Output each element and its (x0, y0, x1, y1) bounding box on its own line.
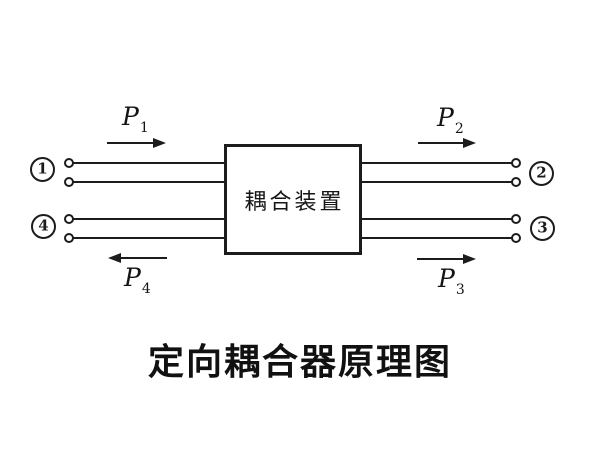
port-3-badge: 3 (530, 216, 555, 241)
p1-right-arrow-icon (107, 138, 166, 148)
p3-label: P3 (438, 264, 465, 297)
port2-line-upper (362, 162, 512, 164)
p1-subscript: 1 (139, 120, 149, 136)
p1-label: P1 (122, 102, 149, 135)
port2-line-lower (362, 181, 512, 183)
port1-terminal-lower (64, 177, 74, 187)
port-4-number: 4 (38, 216, 49, 235)
port1-line-upper (72, 162, 224, 164)
port4-terminal-lower (64, 233, 74, 243)
p4-label: P4 (124, 263, 151, 296)
port3-terminal-upper (511, 214, 521, 224)
port2-terminal-upper (511, 158, 521, 168)
port2-terminal-lower (511, 177, 521, 187)
port4-line-upper (72, 218, 224, 220)
port3-line-lower (362, 237, 512, 239)
p4-symbol: P (124, 263, 141, 292)
port3-terminal-lower (511, 233, 521, 243)
p2-symbol: P (437, 103, 454, 132)
p3-right-arrow-icon (417, 254, 476, 264)
p4-left-arrow-icon (108, 253, 167, 263)
port-2-badge: 2 (529, 161, 554, 186)
p3-subscript: 3 (455, 282, 465, 298)
port-1-number: 1 (37, 159, 48, 178)
p1-symbol: P (122, 102, 139, 131)
p4-subscript: 4 (141, 281, 151, 297)
port1-line-lower (72, 181, 224, 183)
coupler-box-label: 耦合装置 (244, 189, 345, 215)
port-4-badge: 4 (31, 214, 56, 239)
port3-line-upper (362, 218, 512, 220)
p2-subscript: 2 (454, 121, 464, 137)
p3-symbol: P (438, 264, 455, 293)
coupler-box: 耦合装置 (224, 144, 362, 255)
port-3-number: 3 (537, 218, 548, 237)
port-2-number: 2 (536, 163, 547, 182)
p2-right-arrow-icon (418, 138, 476, 148)
port-1-badge: 1 (30, 157, 55, 182)
port4-terminal-upper (64, 214, 74, 224)
p2-label: P2 (437, 103, 464, 136)
port4-line-lower (72, 237, 224, 239)
port1-terminal-upper (64, 158, 74, 168)
diagram-caption: 定向耦合器原理图 (147, 341, 452, 383)
